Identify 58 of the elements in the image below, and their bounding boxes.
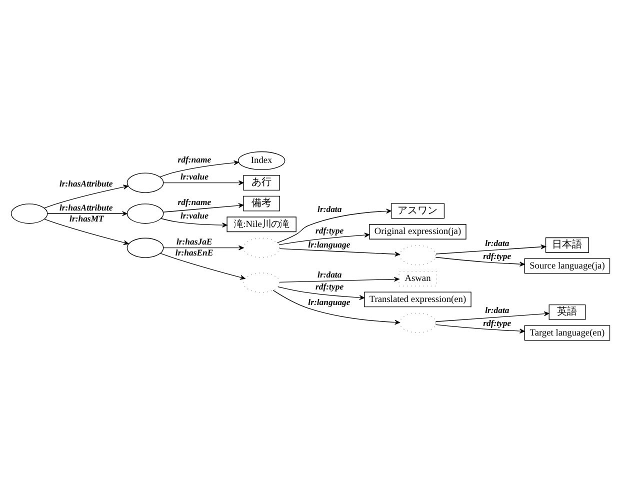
node-ellipse: [126, 172, 164, 193]
edge-label: lr:language: [308, 297, 350, 308]
node-box: Target language(en): [524, 325, 610, 341]
node-box: 備考: [243, 196, 280, 212]
edge-label: lr:language: [308, 239, 350, 250]
edge-label: lr:value: [180, 210, 209, 221]
arrow: [160, 160, 240, 178]
arrow: [278, 232, 370, 246]
node-ellipse: [126, 238, 164, 258]
edge-label: lr:data: [318, 204, 342, 214]
arrow: [276, 208, 392, 244]
arrow: [163, 245, 244, 250]
node-ellipse: [10, 204, 48, 224]
edge-label: lr:data: [485, 238, 510, 248]
arrow: [435, 311, 550, 322]
arrow: [272, 290, 400, 325]
arrow: [279, 276, 400, 283]
arrow: [160, 252, 246, 280]
node-ellipse: [243, 238, 280, 258]
node-box: Source language(ja): [524, 258, 610, 274]
edge-label: rdf:type: [483, 250, 512, 261]
arrow: [162, 203, 244, 212]
node-ellipse: [399, 245, 436, 266]
edge-label: lr:data: [318, 270, 342, 280]
edge-label: lr:hasJaE: [176, 236, 212, 247]
arrow: [160, 218, 228, 228]
edge-label: lr:hasMT: [70, 213, 104, 224]
arrow: [435, 324, 525, 334]
node-ellipse: [399, 312, 436, 333]
arrow: [279, 248, 400, 257]
edge-label: lr:data: [485, 305, 510, 316]
node-box: 英語: [548, 304, 586, 320]
node-box: Original expression(ja): [369, 224, 466, 240]
node-ellipse: [243, 272, 280, 293]
edge-label: lr:hasAttribute: [59, 202, 113, 213]
node-ellipse: [126, 204, 164, 224]
edge-label: lr:value: [180, 172, 209, 182]
edge-label: rdf:type: [316, 225, 344, 236]
edge-label: rdf:name: [178, 154, 212, 164]
node-ellipse: Index: [238, 151, 286, 170]
node-box: 滝:Nile川の滝: [226, 216, 296, 232]
edge-label: rdf:type: [483, 318, 512, 328]
arrow: [436, 244, 546, 254]
arrow: [278, 286, 365, 300]
edge-label: lr:hasEnE: [175, 247, 214, 258]
node-box: 日本語: [545, 237, 589, 253]
arrow: [47, 211, 128, 216]
node-box: あ行: [243, 175, 280, 191]
arrow: [44, 184, 128, 208]
edge-label: lr:hasAttribute: [59, 178, 113, 188]
edge-label: rdf:name: [178, 197, 212, 208]
arrow: [44, 218, 129, 245]
node-box: Translated expression(en): [364, 292, 472, 308]
node-box: アスワン: [390, 203, 445, 219]
arrow: [163, 180, 244, 186]
edge-label: rdf:type: [316, 282, 344, 292]
arrow: [435, 256, 525, 267]
node-box: Aswan: [398, 270, 437, 286]
